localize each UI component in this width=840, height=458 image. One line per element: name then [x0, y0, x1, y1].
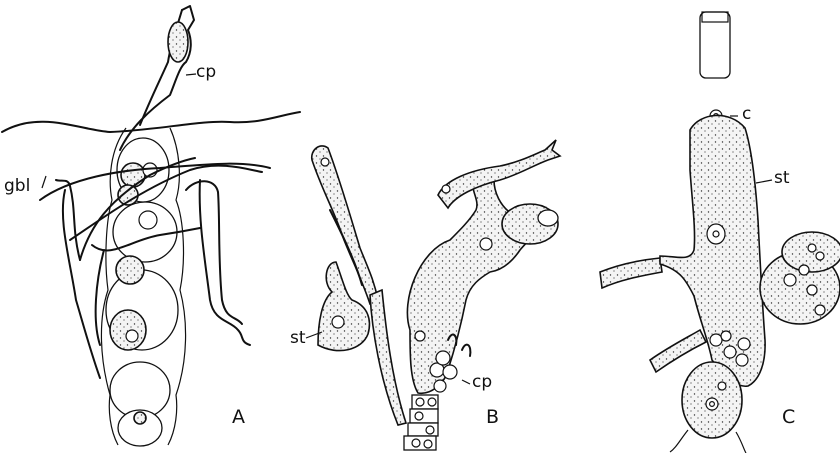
panel-a-nucleus [116, 256, 144, 284]
panel-a-tube-tip [168, 22, 188, 62]
label-a-gbl: gbl [4, 178, 30, 195]
panel-a-gbl-leader [42, 176, 46, 188]
panel-a-nucleus [126, 330, 138, 342]
panel-a-cp-leader [186, 74, 196, 75]
label-a-cp: cp [196, 64, 216, 81]
panel-a-hypha [186, 181, 242, 324]
panel-c-gamete [738, 338, 750, 350]
label-panel-a: A [232, 408, 245, 427]
panel-c-st-leader [756, 180, 772, 183]
panel-b-stalk [370, 290, 406, 425]
panel-c-left-filament [600, 258, 662, 288]
panel-a-hypha [96, 250, 104, 345]
label-b-st: st [290, 330, 306, 347]
panel-b-left-branch [312, 146, 378, 304]
panel-a-hypha [2, 112, 300, 132]
panel-a-hypha [63, 190, 100, 378]
label-c-c: c [742, 106, 751, 123]
panel-b-nucleus [415, 331, 425, 341]
panel-c-nucleolus [713, 231, 719, 237]
panel-b-cp-leader [462, 380, 470, 384]
panel-c-nucleus [718, 382, 726, 390]
panel-b-head-tip [538, 210, 558, 226]
panel-b-drawing [306, 140, 560, 450]
panel-c-nucleus [784, 274, 796, 286]
label-b-cp: cp [472, 374, 492, 391]
panel-b-base-filament [404, 395, 438, 450]
panel-a-nucleus [121, 163, 145, 187]
panel-b-gamete [443, 365, 457, 379]
panel-a-hypha [200, 180, 250, 345]
panel-b-nucleus [480, 238, 492, 250]
panel-c-drawing [600, 12, 840, 453]
panel-a-nucleus [110, 310, 146, 350]
panel-c-gamete [710, 334, 722, 346]
panel-a-drawing [2, 6, 300, 446]
panel-a-nucleus [139, 211, 157, 229]
panel-b-nucleus [442, 185, 450, 193]
panel-b-nucleus [332, 316, 344, 328]
label-c-st: st [774, 170, 790, 187]
panel-c-nucleus [808, 244, 816, 252]
panel-c-nucleus [807, 285, 817, 295]
panel-c-gamete [736, 354, 748, 366]
panel-a-nucleus [134, 412, 146, 424]
label-panel-c: C [782, 408, 795, 427]
panel-a-hypha [56, 180, 80, 260]
panel-c-gamete [721, 331, 731, 341]
label-panel-b: B [486, 408, 499, 427]
panel-b-cp-hook [462, 345, 470, 356]
panel-b-nucleus [321, 158, 329, 166]
panel-c-nucleus [815, 305, 825, 315]
panel-b-gamete [436, 351, 450, 365]
panel-c-gamete [724, 346, 736, 358]
panel-b-gamete [434, 380, 446, 392]
panel-c-nucleus [799, 265, 809, 275]
panel-c-nucleus [816, 252, 824, 260]
panel-c-nucleolus [710, 402, 715, 407]
